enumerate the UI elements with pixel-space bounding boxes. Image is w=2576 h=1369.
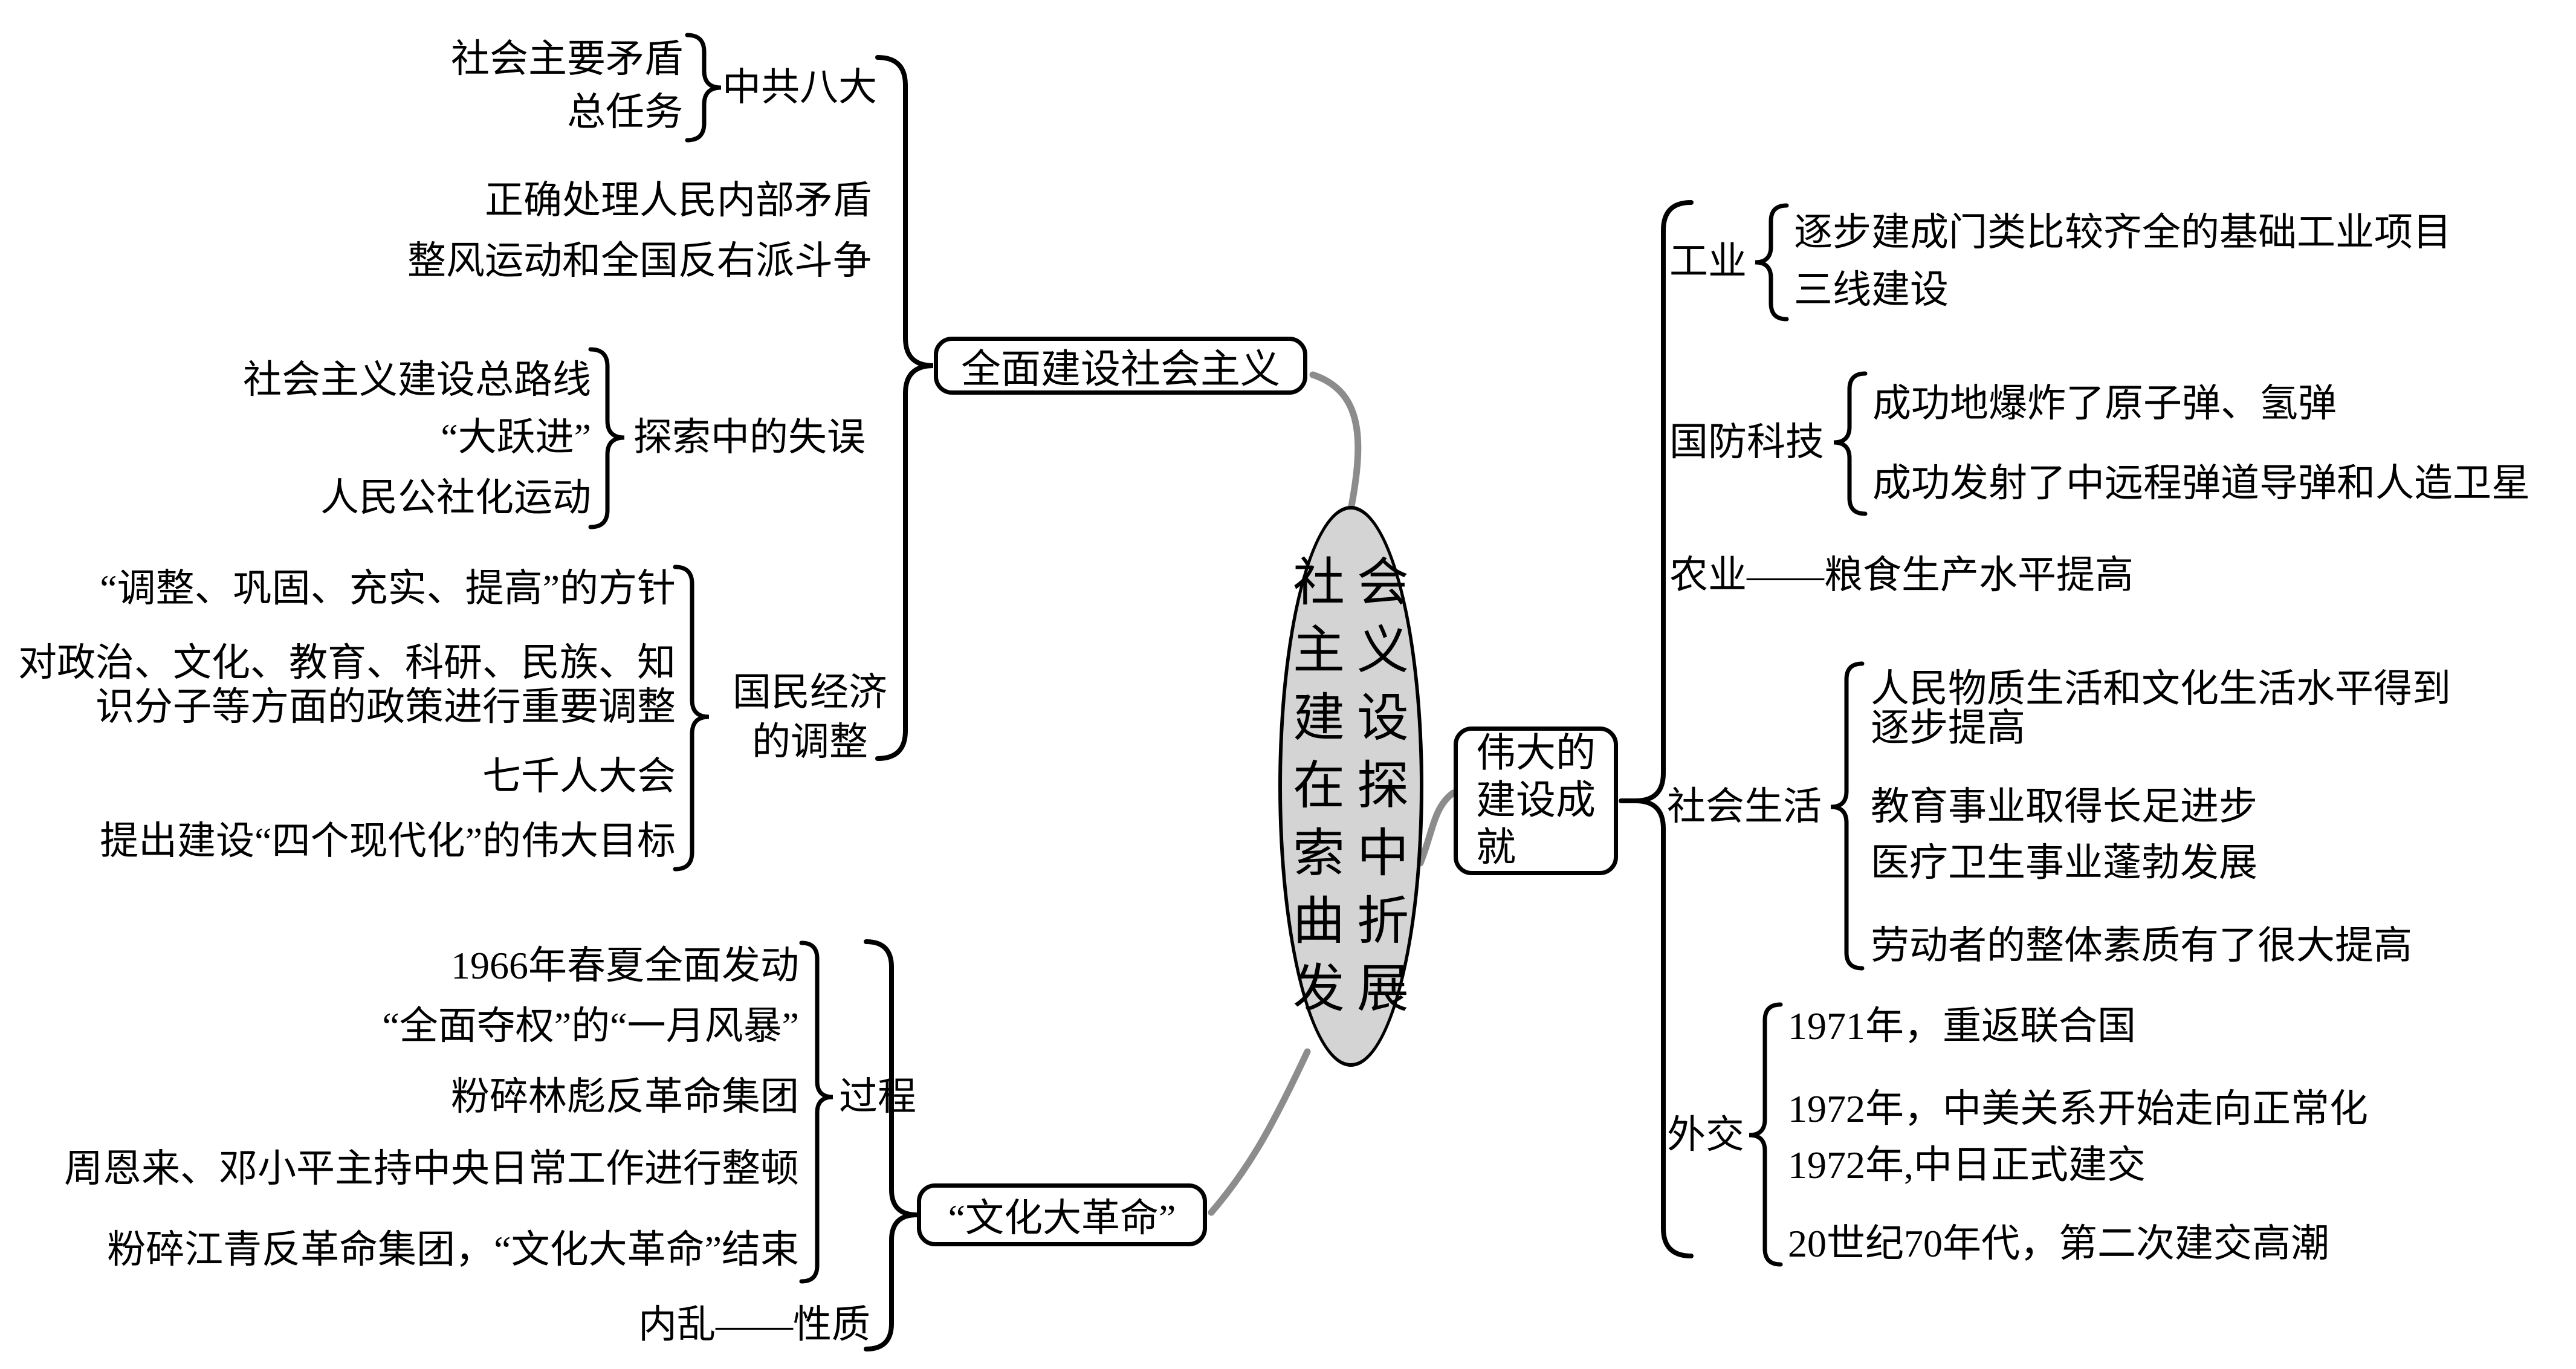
connector-right-branch: [1417, 789, 1457, 867]
central-topic-line: 建设: [1293, 689, 1421, 747]
item-1972-us-relations: 1972年，中美关系开始走向正常化: [1788, 1087, 2368, 1130]
brace: [1635, 200, 1694, 1258]
item-1971-un: 1971年，重返联合国: [1788, 1005, 2136, 1047]
item-basic-industry-projects: 逐步建成门类比较齐全的基础工业项目: [1794, 211, 2451, 254]
item-worker-quality: 劳动者的整体素质有了很大提高: [1871, 924, 2412, 967]
item-third-front-construction: 三线建设: [1794, 268, 1949, 311]
item-1966-launch: 1966年春夏全面发动: [451, 944, 799, 987]
branch-node-great-achievements: 伟大的 建设成 就: [1454, 727, 1618, 875]
label-industry: 工业: [1669, 240, 1747, 283]
item-seven-thousand-conference: 七千人大会: [482, 755, 676, 798]
item-1970s-diplomatic-wave: 20世纪70年代，第二次建交高潮: [1788, 1222, 2329, 1265]
item-atomic-hydrogen-bombs: 成功地爆炸了原子弹、氢弹: [1872, 382, 2337, 425]
brace: [875, 55, 934, 761]
item-january-storm: “全面夺权”的“一月风暴”: [382, 1005, 799, 1047]
label-national-economy-adjustment: 国民经济 的调整: [716, 668, 904, 767]
node-line: 就: [1476, 826, 1516, 870]
brace: [1749, 1002, 1783, 1267]
connector-bottom-branch: [1208, 1048, 1311, 1216]
connector-top-branch: [1309, 371, 1362, 528]
branch-node-cultural-revolution: “文化大革命”: [917, 1183, 1207, 1246]
branch-node-full-construction: 全面建设社会主义: [934, 337, 1307, 395]
brace: [1833, 371, 1868, 516]
central-topic-line: 社会: [1293, 554, 1421, 612]
item-zhou-deng-rectify: 周恩来、邓小平主持中央日常工作进行整顿: [64, 1147, 799, 1190]
item-living-standards-line2: 逐步提高: [1871, 707, 2025, 749]
item-policy-adjust-line2: 识分子等方面的政策进行重要调整: [95, 685, 676, 728]
item-great-leap: “大跃进”: [441, 416, 591, 459]
label-social-life: 社会生活: [1667, 785, 1822, 828]
brace: [1755, 203, 1789, 322]
central-topic-line: 在探: [1293, 757, 1421, 815]
label-exploration-mistakes: 探索中的失误: [633, 416, 866, 459]
label-eighth-congress: 中共八大: [722, 66, 877, 109]
central-topic-line: 索中: [1293, 824, 1421, 882]
brace: [673, 565, 710, 872]
item-education-progress: 教育事业取得长足进步: [1871, 785, 2257, 828]
item-handle-contradictions: 正确处理人民内部矛盾: [485, 179, 872, 222]
item-peoples-commune: 人民公社化运动: [320, 476, 591, 519]
branch-node-great-achievements-text: 伟大的 建设成 就: [1458, 730, 1614, 872]
label-nature-civil-disorder: 内乱——性质: [638, 1303, 870, 1346]
item-adjust-policy: “调整、巩固、充实、提高”的方针: [100, 567, 676, 610]
label-diplomacy: 外交: [1667, 1113, 1744, 1156]
brace: [864, 939, 917, 1351]
central-topic-ellipse: [1278, 506, 1423, 1067]
label-line: 的调整: [752, 720, 868, 763]
central-topic-text: 社会 主义 建设 在探 索中 曲折 发展: [1278, 549, 1423, 1023]
brace: [685, 33, 722, 143]
label-line: 国民经济: [733, 671, 887, 714]
node-line: 伟大的: [1476, 731, 1596, 775]
central-topic-line: 曲折: [1293, 892, 1421, 950]
node-line: 建设成: [1476, 778, 1596, 823]
item-missiles-satellite: 成功发射了中远程弹道导弹和人造卫星: [1872, 462, 2530, 505]
brace: [588, 347, 625, 529]
item-medical-health: 医疗卫生事业蓬勃发展: [1871, 841, 2257, 884]
item-living-standards-line1: 人民物质生活和文化生活水平得到: [1871, 667, 2451, 710]
item-1972-japan-relations: 1972年,中日正式建交: [1788, 1144, 2146, 1186]
item-general-task: 总任务: [567, 91, 683, 134]
label-process: 过程: [839, 1075, 916, 1118]
label-defense-science: 国防科技: [1669, 421, 1824, 464]
item-main-contradiction: 社会主要矛盾: [451, 37, 683, 80]
central-topic-line: 发展: [1293, 960, 1421, 1018]
item-smash-jiang-qing: 粉碎江青反革命集团，“文化大革命”结束: [107, 1228, 799, 1271]
item-general-line: 社会主义建设总路线: [243, 358, 591, 401]
item-policy-adjust-line1: 对政治、文化、教育、科研、民族、知: [18, 641, 676, 684]
item-smash-lin-biao: 粉碎林彪反革命集团: [451, 1075, 799, 1118]
brace: [799, 940, 833, 1284]
brace: [1830, 661, 1865, 971]
item-four-modernizations: 提出建设“四个现代化”的伟大目标: [100, 820, 676, 863]
item-rectification-movement: 整风运动和全国反右派斗争: [407, 239, 872, 282]
central-topic-line: 主义: [1293, 621, 1421, 679]
item-agriculture-grain: 农业——粮食生产水平提高: [1669, 554, 2134, 597]
